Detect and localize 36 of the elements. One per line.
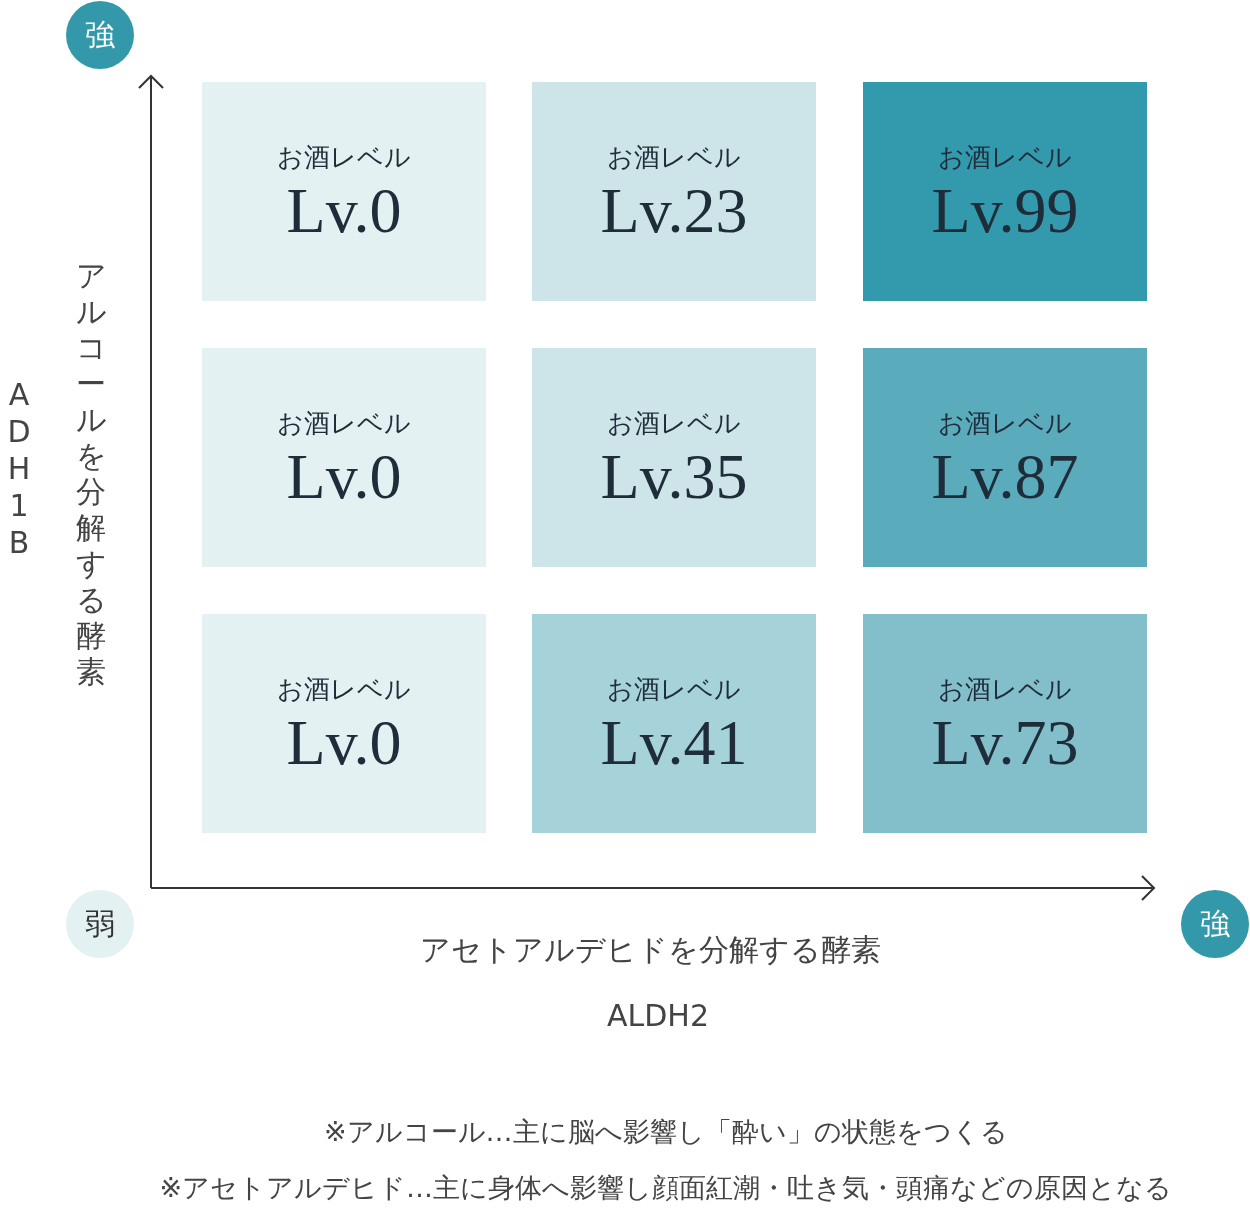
axis-label: ALDH2 — [607, 998, 709, 1033]
level-value: Lv.0 — [286, 445, 402, 509]
strength-label: 強 — [1200, 904, 1230, 943]
level-value: Lv.0 — [286, 711, 402, 775]
level-caption: お酒レベル — [938, 141, 1072, 174]
level-caption: お酒レベル — [607, 141, 741, 174]
level-cell — [863, 614, 1147, 833]
level-value: Lv.0 — [286, 179, 402, 243]
level-cell — [863, 348, 1147, 567]
level-value: Lv.41 — [600, 711, 748, 775]
level-cell — [202, 82, 486, 301]
level-value: Lv.73 — [931, 711, 1079, 775]
axis-title: アセトアルデヒドを分解する酵素 — [419, 931, 881, 969]
level-value: Lv.23 — [600, 179, 748, 243]
level-caption: お酒レベル — [277, 673, 411, 706]
level-caption: お酒レベル — [938, 673, 1072, 706]
footnote: ※アルコール…主に脳へ影響し「酔い」の状態をつくる — [324, 1115, 1008, 1149]
level-cell — [532, 82, 816, 301]
footnote: ※アセトアルデヒド…主に身体へ影響し顔面紅潮・吐き気・頭痛などの原因となる — [159, 1171, 1173, 1205]
level-caption: お酒レベル — [277, 407, 411, 440]
level-caption: お酒レベル — [607, 673, 741, 706]
strength-label: 強 — [85, 15, 115, 54]
level-cell — [863, 82, 1147, 301]
level-cell — [532, 614, 816, 833]
level-caption: お酒レベル — [607, 407, 741, 440]
level-caption: お酒レベル — [938, 407, 1072, 440]
level-value: Lv.87 — [931, 445, 1079, 509]
level-cell — [532, 348, 816, 567]
level-caption: お酒レベル — [277, 141, 411, 174]
level-value: Lv.99 — [931, 179, 1079, 243]
level-cell — [202, 348, 486, 567]
level-value: Lv.35 — [600, 445, 748, 509]
axis-label: ADH1B — [6, 376, 32, 561]
axis-title: アルコールを分解する酵素 — [76, 258, 106, 690]
strength-label: 弱 — [85, 904, 115, 943]
level-cell — [202, 614, 486, 833]
